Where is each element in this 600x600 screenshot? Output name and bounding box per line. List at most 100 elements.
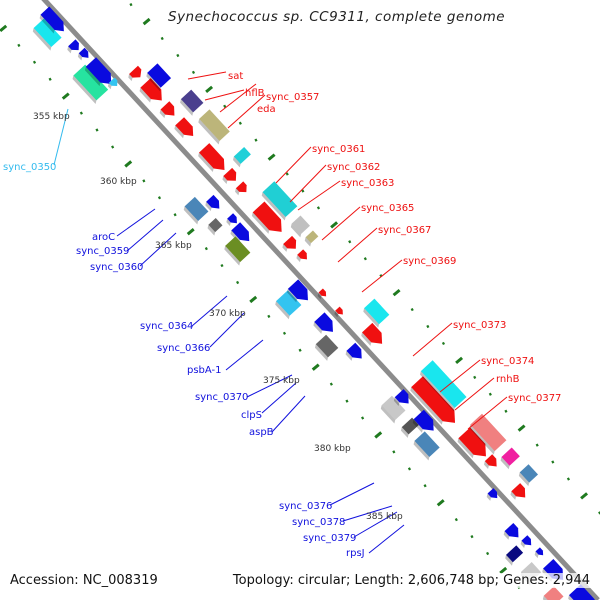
gene-label[interactable]: sync_0359 [76,246,129,257]
gene-body [147,63,172,88]
gene-body [231,222,250,242]
tick-mark [436,499,445,507]
gene-label[interactable]: sync_0370 [195,392,248,403]
gene-body [199,143,225,170]
gene-label[interactable]: sync_0374 [481,356,534,367]
gene-shadow [72,75,97,104]
gene-body [73,64,109,101]
gene-label[interactable]: sync_0376 [279,501,332,512]
tick-mark [423,484,427,488]
gene-body [314,312,333,332]
gene-body [501,447,520,466]
gene-body [175,117,194,137]
gene-label[interactable]: sync_0377 [508,393,561,404]
gene-label[interactable]: sync_0369 [403,256,456,267]
scale-label: 355 kbp [33,112,70,122]
gene-label[interactable]: psbA-1 [187,365,222,376]
gene-body [318,288,327,297]
gene-feature [304,230,319,247]
gene-label[interactable]: sync_0364 [140,321,193,332]
gene-feature [393,389,409,406]
label-leader-line [139,232,177,267]
gene-body [227,213,237,224]
gene-shadow [542,595,554,600]
gene-label[interactable]: aroC [92,232,115,243]
gene-body [511,483,526,498]
gene-feature [222,167,237,184]
gene-label[interactable]: sync_0365 [361,203,414,214]
scale-label: 375 kbp [263,376,300,386]
tick-mark [348,240,352,244]
gene-body [252,201,282,232]
tick-mark [157,196,162,200]
gene-feature [84,57,112,87]
gene-label[interactable]: sync_0360 [90,262,143,273]
gene-label[interactable]: sync_0361 [312,144,365,155]
gene-label[interactable]: clpS [241,410,262,421]
gene-feature [207,217,223,236]
tick-mark [455,356,464,365]
gene-body [223,167,237,181]
tick-mark [205,85,214,93]
genome-summary: Topology: circular; Length: 2,606,748 bp… [230,573,592,588]
gene-feature [363,298,390,328]
gene-body [535,547,544,556]
gene-feature [282,235,297,252]
gene-label[interactable]: rpsJ [346,548,365,559]
gene-body [40,6,64,32]
gene-label[interactable]: sync_0373 [453,320,506,331]
gene-shadow [534,551,539,559]
gene-body [346,342,362,359]
gene-label[interactable]: sync_0362 [327,162,380,173]
gene-label[interactable]: sync_0367 [378,225,431,236]
gene-label[interactable]: aspB [249,427,274,438]
gene-shadow [486,493,492,501]
gene-feature [503,522,519,540]
gene-body [235,181,247,193]
gene-feature [159,101,175,119]
gene-feature [139,78,162,103]
gene-feature [198,143,225,173]
gene-label[interactable]: sync_0379 [303,533,356,544]
tick-mark [129,3,133,7]
gene-label[interactable]: sync_0357 [266,92,319,103]
gene-label[interactable]: sync_0363 [341,178,394,189]
gene-shadow [222,176,228,184]
gene-label[interactable]: hflB [245,88,265,99]
gene-shadow [232,156,241,168]
gene-shadow [183,206,199,225]
gene-body [504,522,519,538]
tick-mark [186,228,195,236]
label-leader-line [225,339,264,371]
gene-shadow [505,554,513,566]
label-leader-line [126,219,164,252]
tick-mark [204,247,208,251]
gene-body [291,215,310,234]
gene-shadow [224,245,241,266]
gene-body [206,194,220,209]
gene-body [506,545,524,563]
gene-shadow [261,192,286,221]
gene-body [305,230,319,244]
gene-feature [235,181,247,196]
tick-mark [441,341,446,346]
scale-label: 360 kbp [100,177,137,187]
gene-body [335,306,343,315]
gene-label[interactable]: sync_0350 [3,162,56,173]
tick-mark [551,460,555,464]
gene-body [401,417,419,435]
gene-feature [251,201,282,234]
gene-feature [180,89,204,116]
gene-shadow [174,125,184,139]
gene-label[interactable]: eda [257,104,276,115]
gene-shadow [205,201,212,212]
gene-shadow [235,188,240,196]
gene-shadow [77,53,83,61]
gene-feature [469,413,507,455]
gene-body [208,217,223,233]
gene-body [394,389,409,404]
gene-label[interactable]: sat [228,71,243,82]
gene-label[interactable]: rnhB [496,374,520,385]
gene-label[interactable]: sync_0378 [292,517,345,528]
gene-label[interactable]: sync_0366 [157,343,210,354]
